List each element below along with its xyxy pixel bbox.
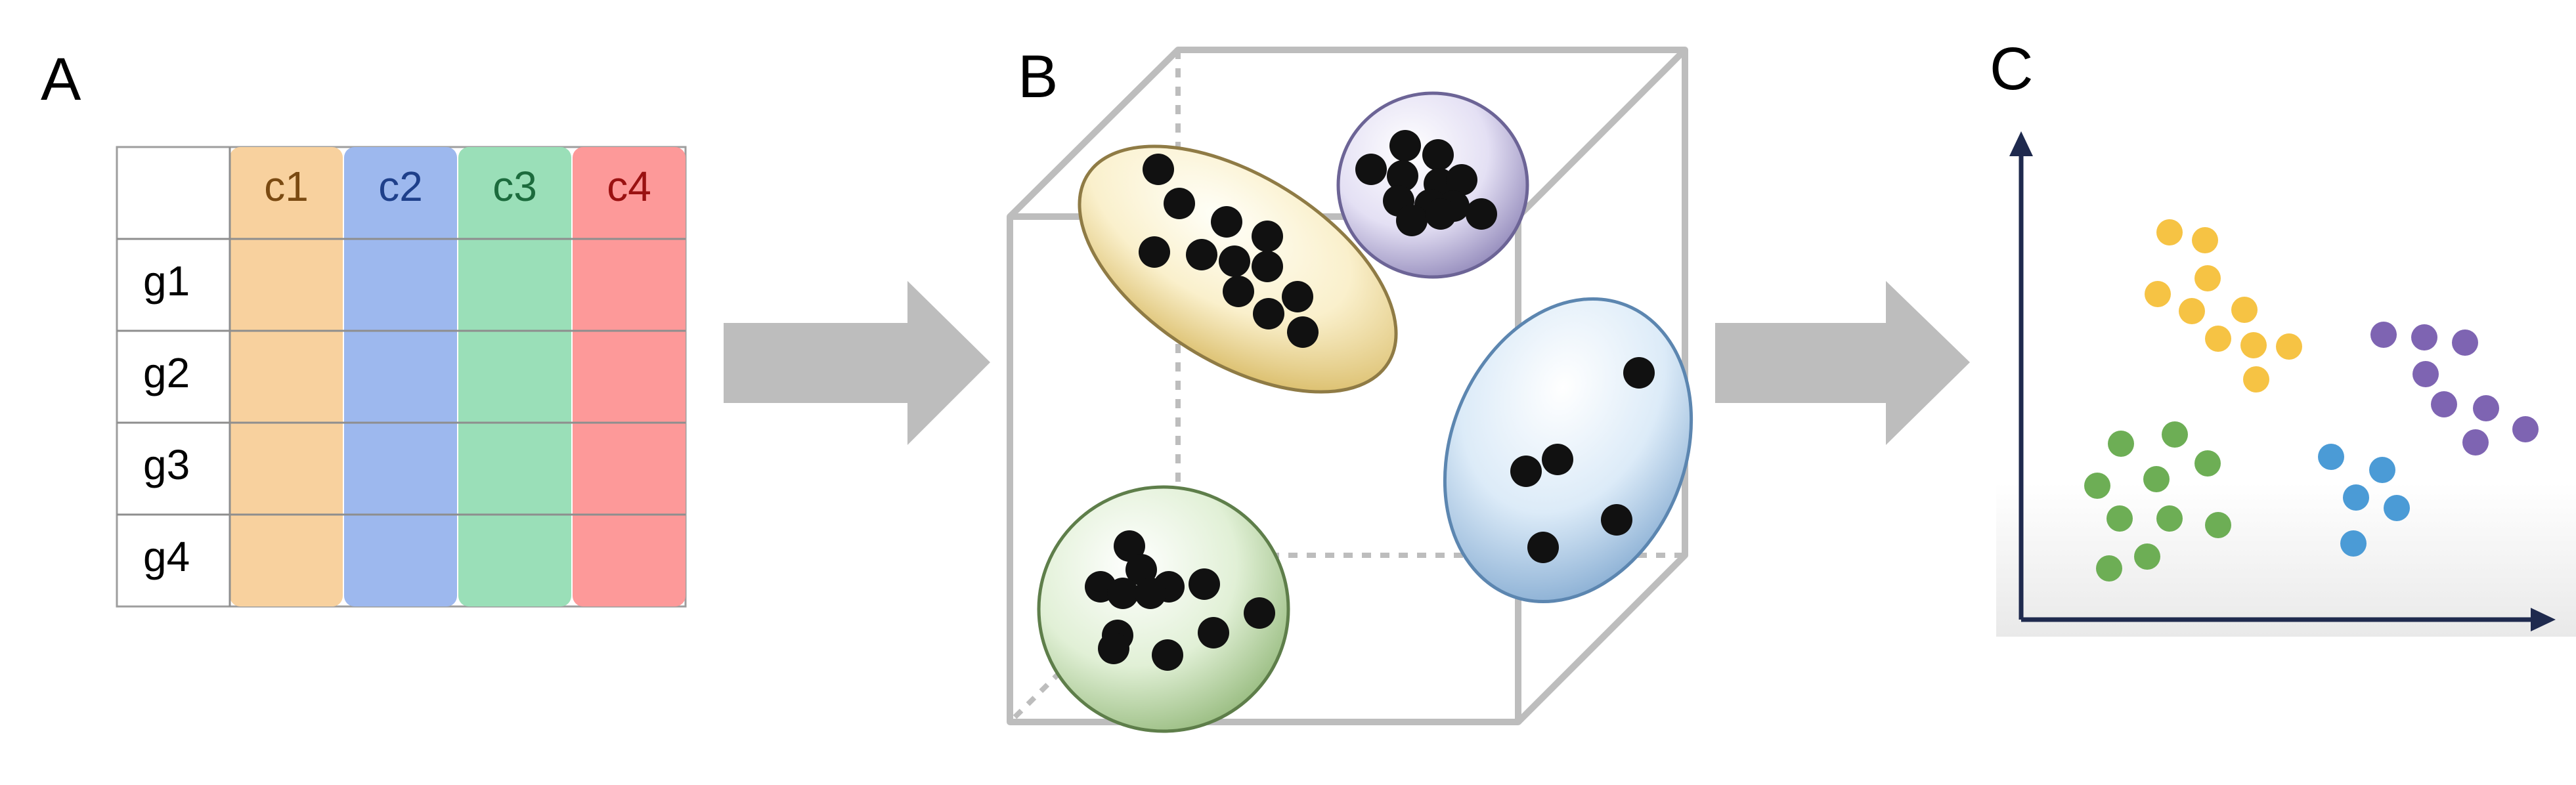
cluster-purple xyxy=(1336,91,1529,279)
cluster-green-points xyxy=(1085,530,1275,671)
row-label-g2: g2 xyxy=(143,349,190,396)
cluster-purple-points xyxy=(1355,130,1497,236)
column-band-c2 xyxy=(344,147,457,606)
column-band-c4 xyxy=(573,147,686,606)
panel-b-label: B xyxy=(1018,43,1058,110)
cluster-yellow xyxy=(1078,144,1398,394)
y-axis-arrowhead xyxy=(2009,131,2033,156)
column-header-c1: c1 xyxy=(264,163,309,210)
cluster-green xyxy=(1037,485,1290,733)
column-header-c3: c3 xyxy=(492,163,537,210)
column-header-c2: c2 xyxy=(378,163,423,210)
panel-c-label: C xyxy=(1990,35,2033,102)
column-band-c3 xyxy=(458,147,571,606)
scatter-background xyxy=(1996,125,2576,637)
cluster-yellow-points xyxy=(1139,154,1319,348)
scatter-cluster-green xyxy=(2084,421,2231,582)
table-gridlines xyxy=(117,147,686,606)
row-label-g4: g4 xyxy=(143,533,190,580)
arrow-a-to-b xyxy=(724,281,990,445)
scatter-cluster-yellow xyxy=(2145,219,2302,392)
arrow-b-to-c xyxy=(1715,281,1970,445)
cluster-blue xyxy=(1443,297,1693,604)
row-label-g1: g1 xyxy=(143,257,190,305)
panel-b: B xyxy=(1007,43,1693,733)
scatter-axes xyxy=(2019,152,2536,622)
panel-a-label: A xyxy=(41,46,81,113)
scatter-cluster-purple xyxy=(2370,322,2539,456)
matrix-table: c1 c2 c3 c4 g1 g2 g3 g4 xyxy=(116,146,687,608)
column-header-c4: c4 xyxy=(607,163,651,210)
cluster-blue-points xyxy=(1510,357,1655,563)
row-label-g3: g3 xyxy=(143,441,190,488)
scatter-cluster-blue xyxy=(2318,444,2410,557)
column-band-c1 xyxy=(230,147,343,606)
panel-a: A c1 c2 c3 c4 g1 g2 g3 xyxy=(41,46,687,608)
panel-c: C xyxy=(1990,35,2576,637)
x-axis-arrowhead xyxy=(2531,608,2556,631)
